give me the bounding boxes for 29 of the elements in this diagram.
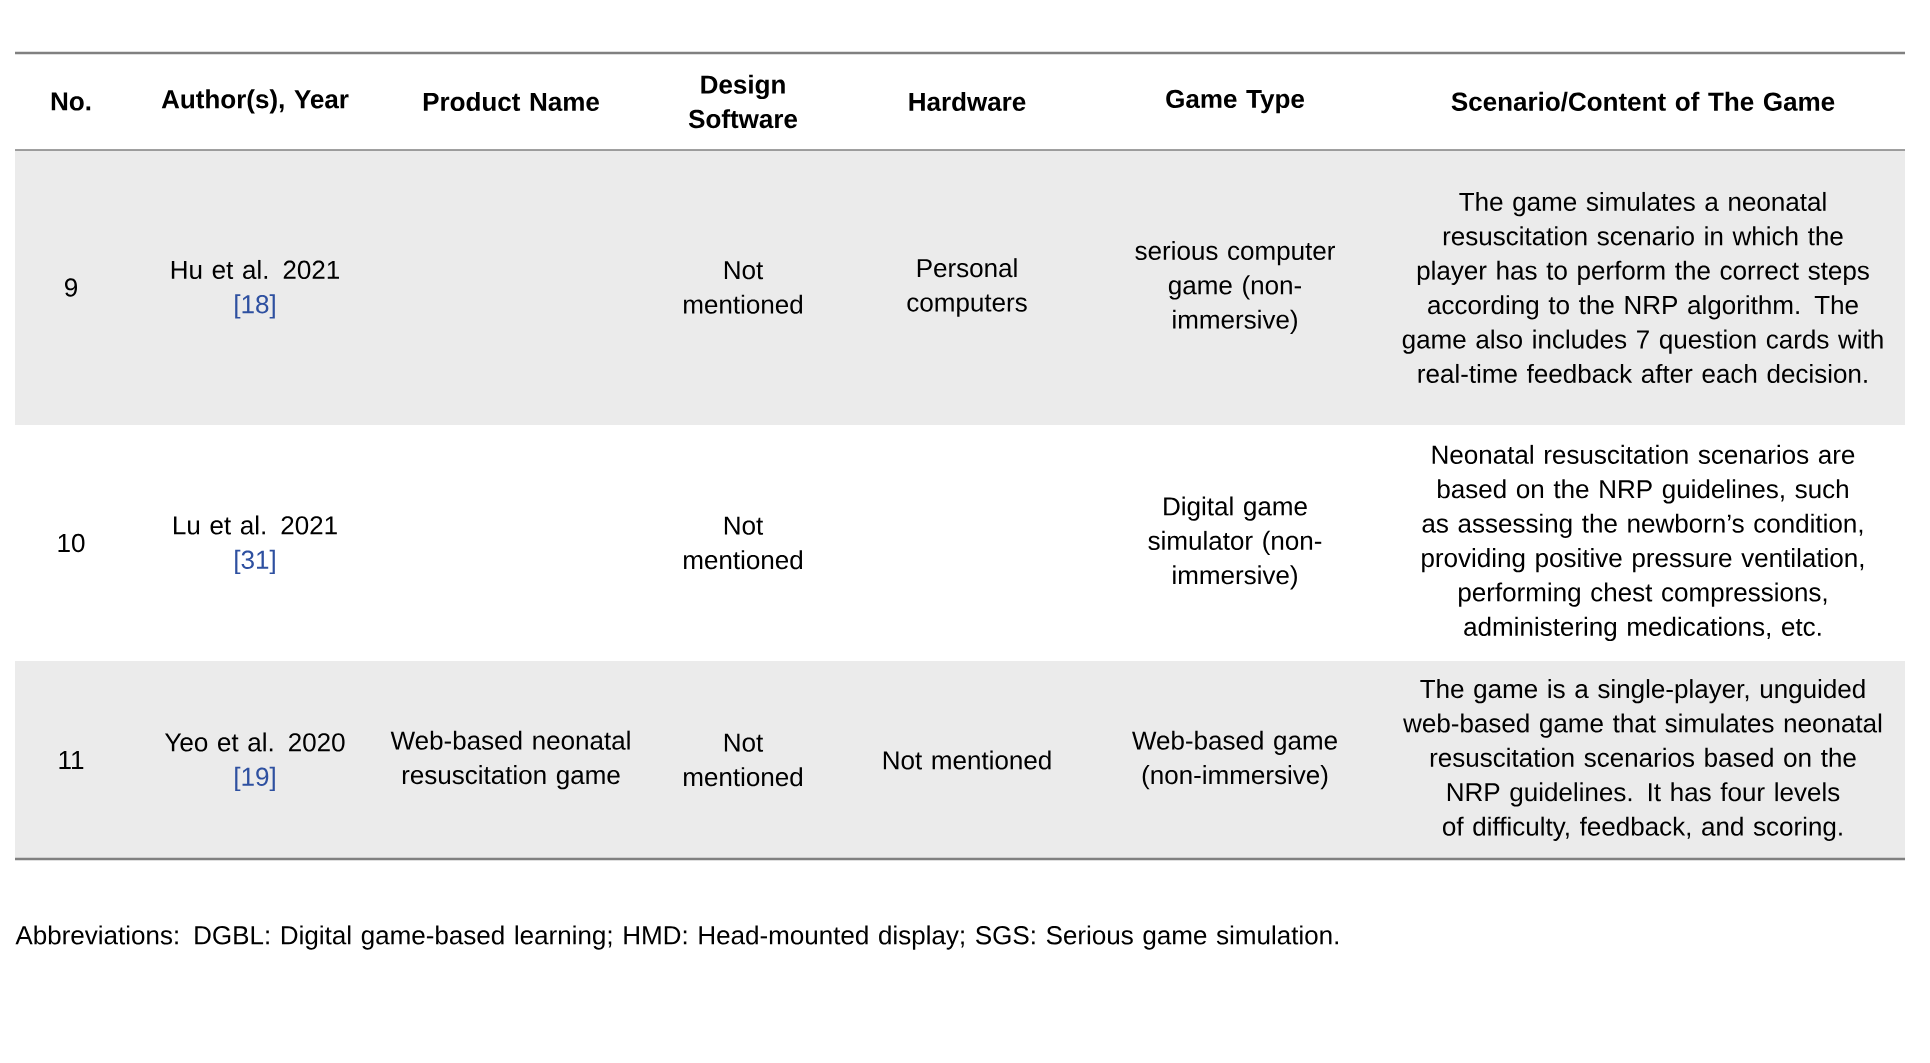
column-header: No. [51,92,91,111]
table-cell: The game simulates a neonatal resuscitation scenario in which the player has to perform the correct steps according to the NRP algorithm. The game also includes 7 question cards with real-time feedback after each decision. [1402,191,1883,384]
column-header: Product Name [423,91,599,112]
caption: Abbreviations: DGBL: Digital game-based learning; HMD: Head-mounted display; SGS: Serious game simulation. [15,925,1338,950]
column-header: Game Type [1166,89,1304,114]
citation-link: [31] [235,549,275,575]
table-cell: Not mentioned [684,516,803,570]
citation-link: [18] [235,294,275,319]
table-cell: Personal computers [907,258,1027,317]
table-cell: Lu et al. 2021 [174,515,337,535]
table-cell: Hu et al. 2021 [171,259,339,280]
table-cell: Web-based game (non-immersive) [1132,730,1337,790]
table-cell: Not mentioned [684,733,803,787]
table-cell: Web-based neonatal resuscitation game [390,730,630,790]
table-cell: Yeo et al. 2020 [165,732,345,752]
table-cell: 9 [65,278,77,297]
table-cell: 11 [59,751,84,769]
table-cell: The game is a single-player, unguided web-based game that simulates neonatal resuscitation scenarios based on the NRP guidelines. It has four levels of difficulty, feedback, and scoring. [1403,679,1882,841]
table-cell: Neonatal resuscitation scenarios are based on the NRP guidelines, such as assessing the newborn’s condition, providing positive pressure ventilation, performing chest compressions, administering medications, etc. [1422,444,1864,642]
table-cell: 10 [58,533,85,553]
column-header: Hardware [909,91,1026,112]
column-header: Author(s), Year [161,89,349,114]
table-cell: Not mentioned [684,261,803,314]
table-cell: Digital game simulator (non-immersive) [1148,496,1322,590]
column-header: Design Software [688,74,798,129]
table-cell: serious computer game (non-immersive) [1135,240,1335,334]
citation-link: [19] [235,766,275,792]
table-cell: Not mentioned [883,750,1051,770]
column-header: Scenario/Content of The Game [1451,91,1835,112]
